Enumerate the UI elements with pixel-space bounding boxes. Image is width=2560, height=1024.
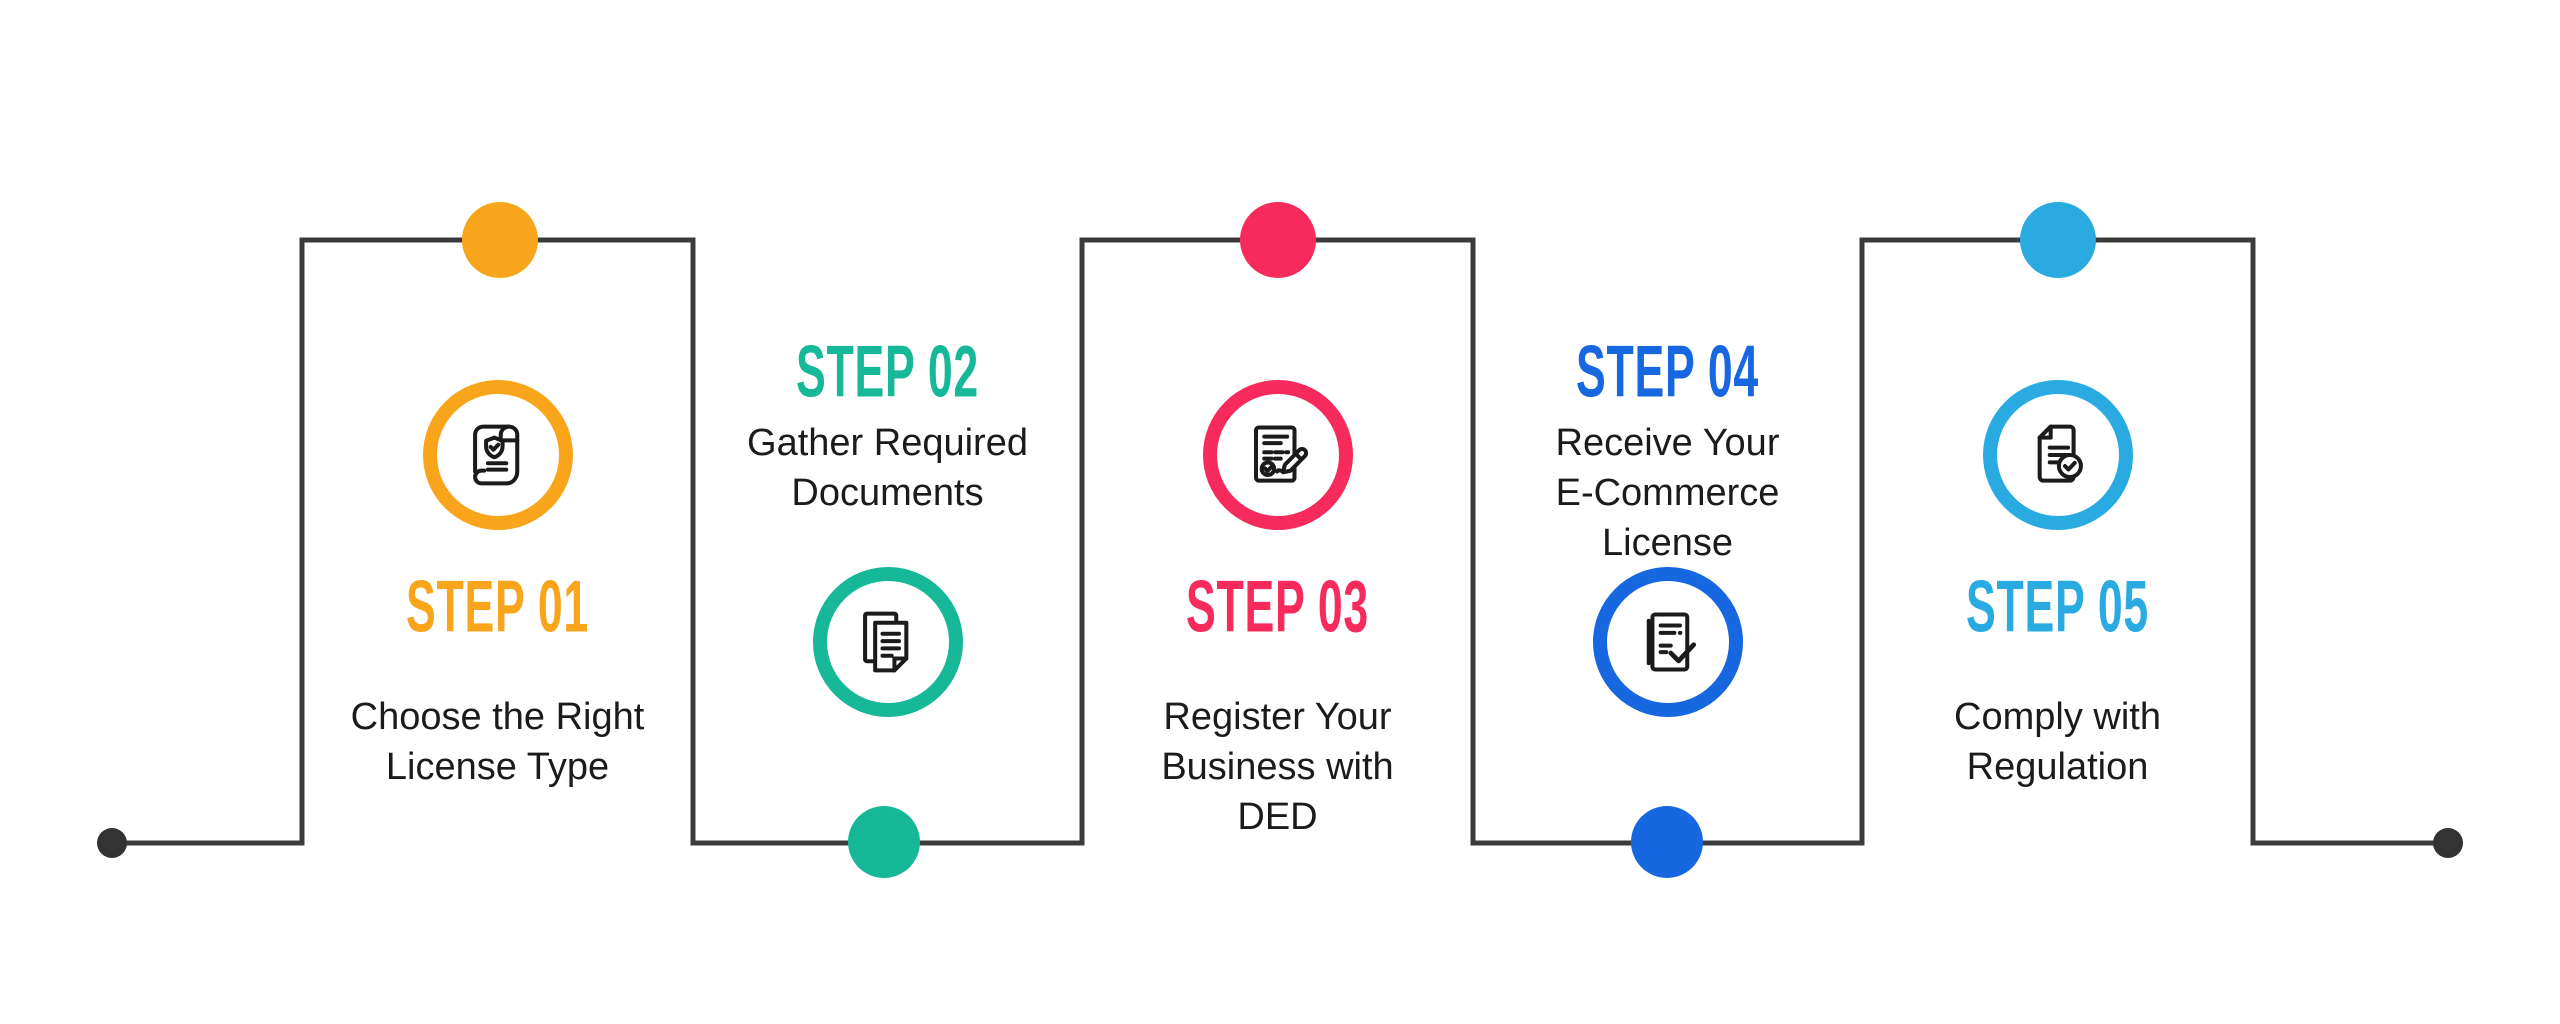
step-02-block: STEP 02 Gather Required Documents	[693, 240, 1082, 860]
step-03-block: STEP 03 Register Your Business with DED	[1082, 240, 1473, 860]
step-02-icon-ring	[812, 567, 963, 717]
step-04-label: STEP 04	[1576, 331, 1759, 414]
license-scroll-icon	[472, 424, 519, 486]
step-05-description: Comply with Regulation	[1954, 696, 2161, 788]
step-01-icon-ring	[422, 380, 573, 530]
step-02-node-dot	[848, 806, 920, 878]
step-05-block: STEP 05 Comply with Regulation	[1862, 240, 2253, 860]
compliance-document-icon	[2037, 424, 2083, 483]
approved-license-icon	[1646, 612, 1696, 672]
step-04-node-dot	[1631, 806, 1703, 878]
step-02-description: Gather Required Documents	[747, 422, 1028, 514]
step-01-label: STEP 01	[406, 566, 589, 649]
step-03-node-dot	[1240, 202, 1316, 278]
step-03-label: STEP 03	[1186, 566, 1369, 649]
step-02-label: STEP 02	[796, 331, 979, 414]
step-01-block: STEP 01 Choose the Right License Type	[302, 240, 693, 860]
step-04-block: STEP 04 Receive Your E-Commerce License	[1473, 240, 1862, 860]
end-endpoint-dot	[2433, 828, 2463, 858]
step-03-description: Register Your Business with DED	[1161, 696, 1394, 838]
step-01-description: Choose the Right License Type	[350, 696, 645, 788]
step-04-icon-ring	[1592, 567, 1743, 717]
step-03-icon-ring	[1202, 380, 1353, 530]
step-01-node-dot	[462, 202, 538, 278]
step-05-label: STEP 05	[1966, 566, 2149, 649]
documents-icon	[862, 611, 908, 673]
step-05-icon-ring	[1982, 380, 2133, 530]
start-endpoint-dot	[97, 828, 127, 858]
contract-signing-icon	[1253, 425, 1308, 483]
step-05-node-dot	[2020, 202, 2096, 278]
step-04-description: Receive Your E-Commerce License	[1555, 422, 1780, 564]
